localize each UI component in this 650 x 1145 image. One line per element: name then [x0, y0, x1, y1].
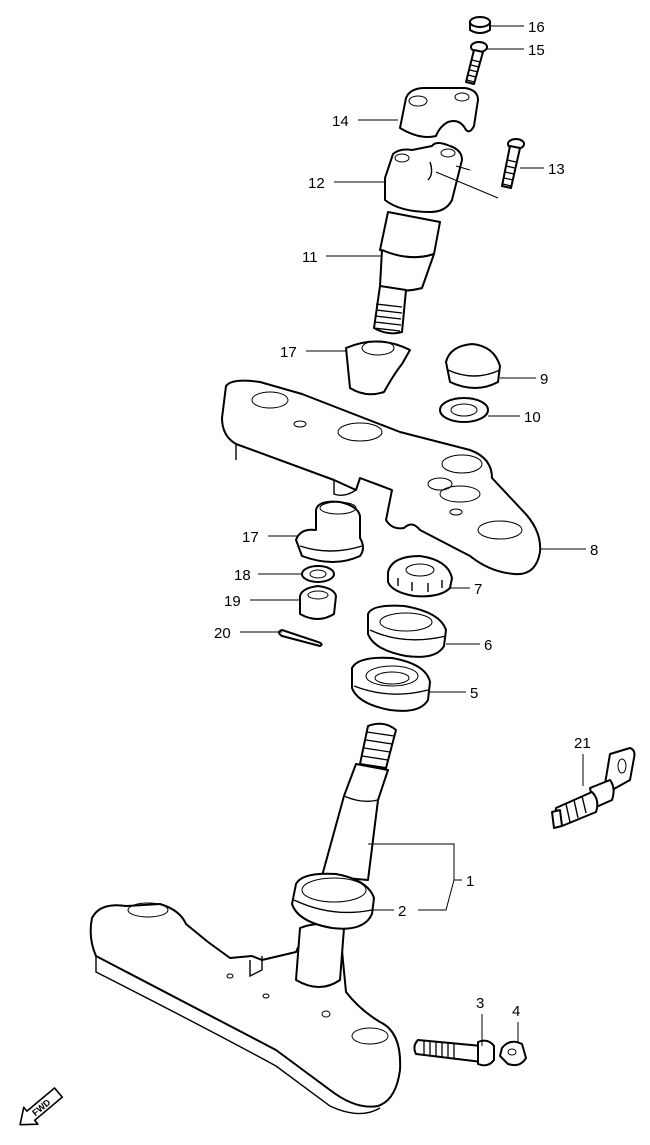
part-3-bolt	[413, 1039, 495, 1067]
callout-19: 19	[224, 593, 241, 610]
part-11-stem-tube	[373, 211, 441, 335]
callout-15: 15	[528, 42, 545, 59]
callout-20: 20	[214, 625, 231, 642]
callout-13: 13	[548, 161, 565, 178]
part-12-lower-clamp	[384, 142, 463, 213]
callout-9: 9	[540, 371, 548, 388]
part-17-lower-bushing	[295, 500, 364, 563]
part-4-nut	[499, 1040, 527, 1067]
callout-16: 16	[528, 19, 545, 36]
part-21-switch	[551, 747, 636, 829]
callout-5: 5	[470, 685, 478, 702]
part-10-washer	[439, 397, 489, 423]
callout-12: 12	[308, 175, 325, 192]
part-19-nut	[299, 585, 337, 620]
part-8-upper-bracket	[221, 379, 542, 576]
forward-arrow-icon: FWD	[19, 1087, 64, 1126]
leader-lines	[240, 25, 586, 1046]
callout-6: 6	[484, 637, 492, 654]
part-18-washer	[301, 565, 335, 583]
callout-10: 10	[524, 409, 541, 426]
part-14-upper-clamp	[399, 87, 479, 138]
callout-labels: 16 15 14 13 12 11 17 9 10 8 17 18 19 20 …	[214, 19, 598, 1020]
part-2-bearing	[291, 872, 375, 930]
callout-21: 21	[574, 735, 591, 752]
part-9-cap-nut	[445, 343, 501, 389]
part-6-dust-seal	[367, 604, 447, 658]
part-15-bolt	[465, 41, 488, 85]
callout-4: 4	[512, 1003, 520, 1020]
part-5-bearing	[351, 656, 431, 712]
callout-14: 14	[332, 113, 349, 130]
callout-17-upper: 17	[280, 344, 297, 361]
callout-7: 7	[474, 581, 482, 598]
callout-11: 11	[302, 249, 318, 266]
callout-3: 3	[476, 995, 484, 1012]
part-7-lock-nut	[387, 555, 453, 598]
callout-17-lower: 17	[242, 529, 259, 546]
part-13-bolt	[501, 138, 525, 189]
part-17-upper-bushing	[345, 340, 411, 396]
part-20-cotter-pin	[278, 629, 323, 647]
callout-18: 18	[234, 567, 251, 584]
callout-8: 8	[590, 542, 598, 559]
part-1-steering-stem	[89, 722, 402, 1115]
part-16-cap	[469, 16, 491, 34]
callout-2: 2	[398, 903, 406, 920]
callout-1: 1	[466, 873, 474, 890]
bolt-13-guide-line	[435, 165, 499, 199]
